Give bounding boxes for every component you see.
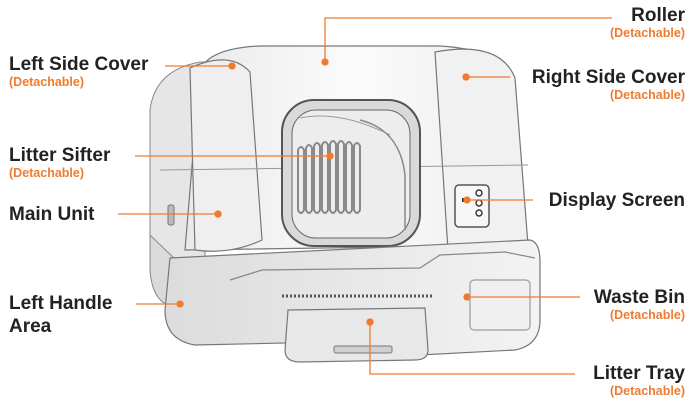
display-screen-leader-dot [463,196,471,204]
label-waste-bin-sub: (Detachable) [609,308,685,322]
label-main-unit: Main Unit [9,205,95,224]
right-side-cover-leader-dot [462,73,470,81]
roller-leader-dot [321,58,329,66]
roller-inner-curve-2 [299,115,391,136]
waste-bin-front [469,279,531,331]
base-shell [164,239,541,356]
label-waste-bin-name: Waste Bin [593,287,685,308]
litter-sifter-ribs [297,140,361,214]
litter-tray-leader [369,322,575,375]
main-unit-leader-dot [214,210,222,218]
label-right-side-cover-sub: (Detachable) [609,88,685,102]
label-waste-bin: Waste Bin (Detachable) [594,288,685,322]
litter-tray-handle [333,345,393,354]
label-display-screen: Display Screen [549,191,685,210]
display-button-3 [475,209,483,217]
label-right-side-cover-name: Right Side Cover [531,67,685,88]
display-screen-panel [454,184,490,228]
label-left-side-cover-name: Left Side Cover [9,54,149,75]
label-litter-sifter-sub: (Detachable) [9,166,85,180]
label-right-side-cover: Right Side Cover (Detachable) [532,68,685,102]
label-display-screen-name: Display Screen [548,190,685,211]
left-side-cover-leader-dot [228,62,236,70]
label-roller-name: Roller [631,5,685,26]
litter-sifter-leader-dot [326,152,334,160]
label-litter-sifter-name: Litter Sifter [9,145,111,166]
display-button-1 [475,189,483,197]
waste-bin-leader-dot [463,293,471,301]
label-roller: Roller (Detachable) [610,6,685,40]
label-left-side-cover: Left Side Cover (Detachable) [9,55,148,89]
label-main-unit-name: Main Unit [9,204,95,225]
litter-tray-leader-dot [366,318,374,326]
left-handle-leader-dot [176,300,184,308]
label-left-side-cover-sub: (Detachable) [9,75,85,89]
waste-bin-top-line [229,251,536,281]
leader-lines [118,17,612,375]
side-switch [167,204,175,226]
roller-inner-curve [359,119,406,230]
litter-tray-drawer [284,307,429,363]
label-left-handle-area: Left Handle Area [9,294,112,336]
label-left-handle-area-line2: Area [9,316,52,337]
label-litter-tray: Litter Tray (Detachable) [593,364,685,398]
label-litter-tray-name: Litter Tray [593,363,685,384]
label-litter-sifter: Litter Sifter (Detachable) [9,146,110,180]
roller-leader [324,17,612,62]
label-left-handle-area-line1: Left Handle [9,293,113,314]
label-roller-sub: (Detachable) [609,26,685,40]
label-litter-tray-sub: (Detachable) [609,384,685,398]
